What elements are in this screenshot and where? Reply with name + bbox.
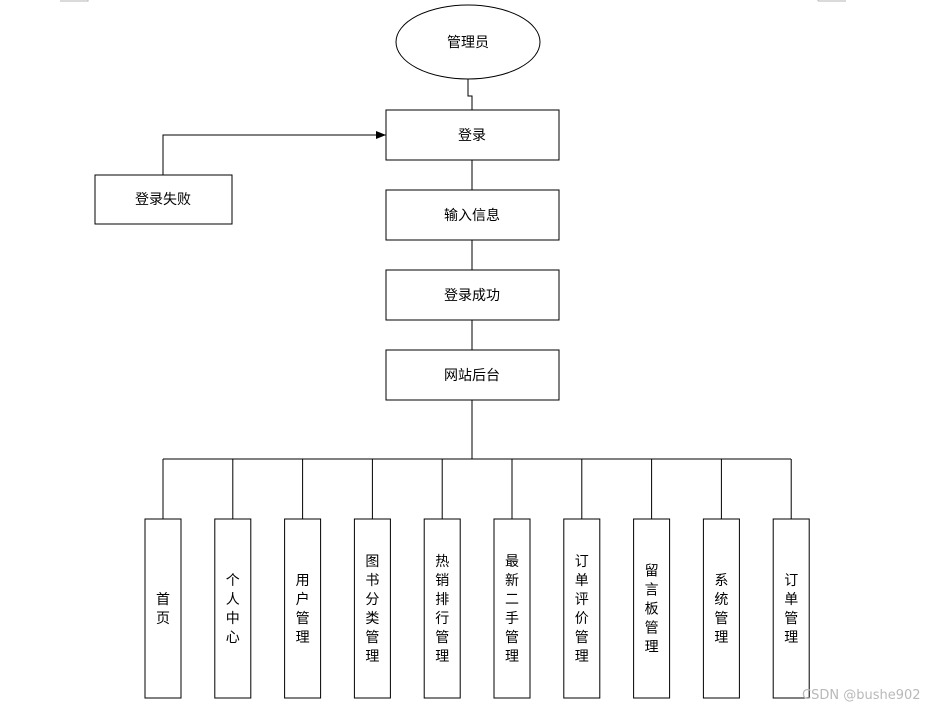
login-box bbox=[385, 109, 560, 161]
node-admin: 管理员 bbox=[395, 4, 541, 80]
node-login-success: 登录成功 bbox=[385, 269, 560, 321]
module-label: 用户管理 bbox=[296, 573, 310, 646]
module-box bbox=[284, 518, 322, 699]
login-success-box bbox=[385, 269, 560, 321]
input-info-box bbox=[385, 189, 560, 241]
module-node: 个人中心 bbox=[214, 518, 252, 699]
module-box bbox=[563, 518, 601, 699]
module-label: 留言板管理 bbox=[645, 564, 659, 656]
module-node: 图书分类管理 bbox=[353, 518, 391, 699]
connector-admin-login bbox=[467, 79, 473, 110]
module-box bbox=[214, 518, 252, 699]
module-node: 热销排行管理 bbox=[423, 518, 461, 699]
node-login-failed: 登录失败 bbox=[94, 174, 233, 225]
module-node: 留言板管理 bbox=[633, 518, 671, 699]
input-info-label: 输入信息 bbox=[444, 207, 500, 224]
login-failed-box bbox=[94, 174, 233, 225]
module-label: 图书分类管理 bbox=[365, 554, 379, 665]
module-node: 首页 bbox=[144, 518, 182, 699]
module-label: 最新二手管理 bbox=[505, 554, 519, 665]
module-label: 订单评价管理 bbox=[575, 554, 589, 665]
connector-failed-login-arrow bbox=[162, 131, 386, 175]
module-box bbox=[633, 518, 671, 699]
corner-mark-right bbox=[817, 0, 846, 2]
module-node: 系统管理 bbox=[702, 518, 740, 699]
module-box bbox=[702, 518, 740, 699]
module-node: 订单管理 bbox=[772, 518, 810, 699]
module-label: 系统管理 bbox=[714, 573, 728, 646]
node-login: 登录 bbox=[385, 109, 560, 161]
module-box bbox=[423, 518, 461, 699]
module-boxes: 首页 个人中心 用户管理 图书分类管理 热销排行管理 最新二手管理 订单评价管理 留言板管理 系… bbox=[144, 518, 810, 699]
connectors bbox=[162, 79, 792, 519]
login-failed-label: 登录失败 bbox=[135, 192, 191, 208]
module-connectors bbox=[162, 459, 792, 519]
node-input-info: 输入信息 bbox=[385, 189, 560, 241]
login-label: 登录 bbox=[458, 128, 486, 144]
module-label: 订单管理 bbox=[784, 573, 798, 646]
admin-ellipse bbox=[395, 4, 541, 80]
corner-mark-left bbox=[60, 0, 89, 2]
node-backend: 网站后台 bbox=[385, 349, 560, 401]
watermark: CSDN @bushe902 bbox=[802, 688, 921, 703]
module-box bbox=[144, 518, 182, 699]
module-box bbox=[353, 518, 391, 699]
backend-box bbox=[385, 349, 560, 401]
module-node: 最新二手管理 bbox=[493, 518, 531, 699]
module-box bbox=[493, 518, 531, 699]
admin-label: 管理员 bbox=[447, 35, 489, 51]
module-label: 个人中心 bbox=[226, 573, 240, 646]
module-box bbox=[772, 518, 810, 699]
module-node: 订单评价管理 bbox=[563, 518, 601, 699]
module-label: 热销排行管理 bbox=[435, 554, 449, 665]
page-corner-marks bbox=[60, 0, 846, 2]
login-success-label: 登录成功 bbox=[444, 288, 500, 304]
module-node: 用户管理 bbox=[284, 518, 322, 699]
backend-label: 网站后台 bbox=[444, 368, 500, 384]
module-label: 首页 bbox=[156, 592, 170, 627]
